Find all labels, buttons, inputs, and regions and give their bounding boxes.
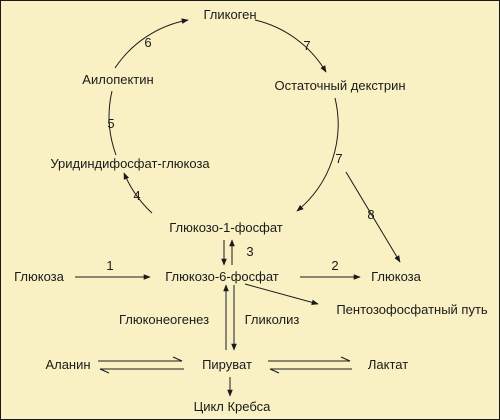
arrow-to-pentose bbox=[244, 283, 319, 306]
node-udp-glucose: Уридиндифосфат-глюкоза bbox=[50, 156, 210, 171]
node-glycogen: Гликоген bbox=[203, 7, 256, 22]
arrow-pyruvate-to-lactate bbox=[268, 356, 351, 362]
arrow-lactate-to-pyruvate bbox=[269, 368, 352, 374]
node-lactate: Лактат bbox=[368, 357, 408, 372]
arrow-step-4 bbox=[123, 172, 153, 214]
node-glucose-right: Глюкоза bbox=[371, 269, 422, 284]
node-glucose-left: Глюкоза bbox=[14, 269, 65, 284]
step-number-7-top: 7 bbox=[303, 38, 310, 53]
node-glucose-1-phosphate: Глюкозо-1-фосфат bbox=[169, 220, 283, 235]
node-pyruvate: Пируват bbox=[202, 357, 252, 372]
arrow-step-7-top bbox=[254, 19, 327, 73]
step-number-8: 8 bbox=[367, 207, 374, 222]
label-gluconeogenesis: Глюконеогенез bbox=[119, 312, 209, 327]
step-number-6: 6 bbox=[144, 35, 151, 50]
step-number-7-side: 7 bbox=[335, 151, 342, 166]
step-number-1: 1 bbox=[106, 258, 113, 273]
node-krebs-cycle: Цикл Кребса bbox=[194, 399, 272, 414]
arrow-step-7-side bbox=[296, 97, 339, 212]
arrow-step-5 bbox=[108, 90, 117, 156]
step-number-4: 4 bbox=[133, 188, 140, 203]
label-glycolysis: Гликолиз bbox=[245, 312, 300, 327]
arrow-pyruvate-to-alanine bbox=[99, 368, 184, 374]
step-number-5: 5 bbox=[107, 116, 114, 131]
node-pentose-phosphate-path: Пентозофосфатный путь bbox=[336, 302, 488, 317]
arrow-step-6 bbox=[114, 18, 189, 69]
node-alanine: Аланин bbox=[45, 357, 90, 372]
node-amylopectin: Аилопектин bbox=[82, 72, 153, 87]
arrow-step-8 bbox=[345, 171, 401, 263]
node-glucose-6-phosphate: Глюкозо-6-фосфат bbox=[165, 269, 279, 284]
node-residual-dextrin: Остаточный декстрин bbox=[274, 78, 405, 93]
step-number-2: 2 bbox=[331, 258, 338, 273]
arrow-alanine-to-pyruvate bbox=[98, 356, 183, 362]
step-number-3: 3 bbox=[246, 244, 253, 259]
